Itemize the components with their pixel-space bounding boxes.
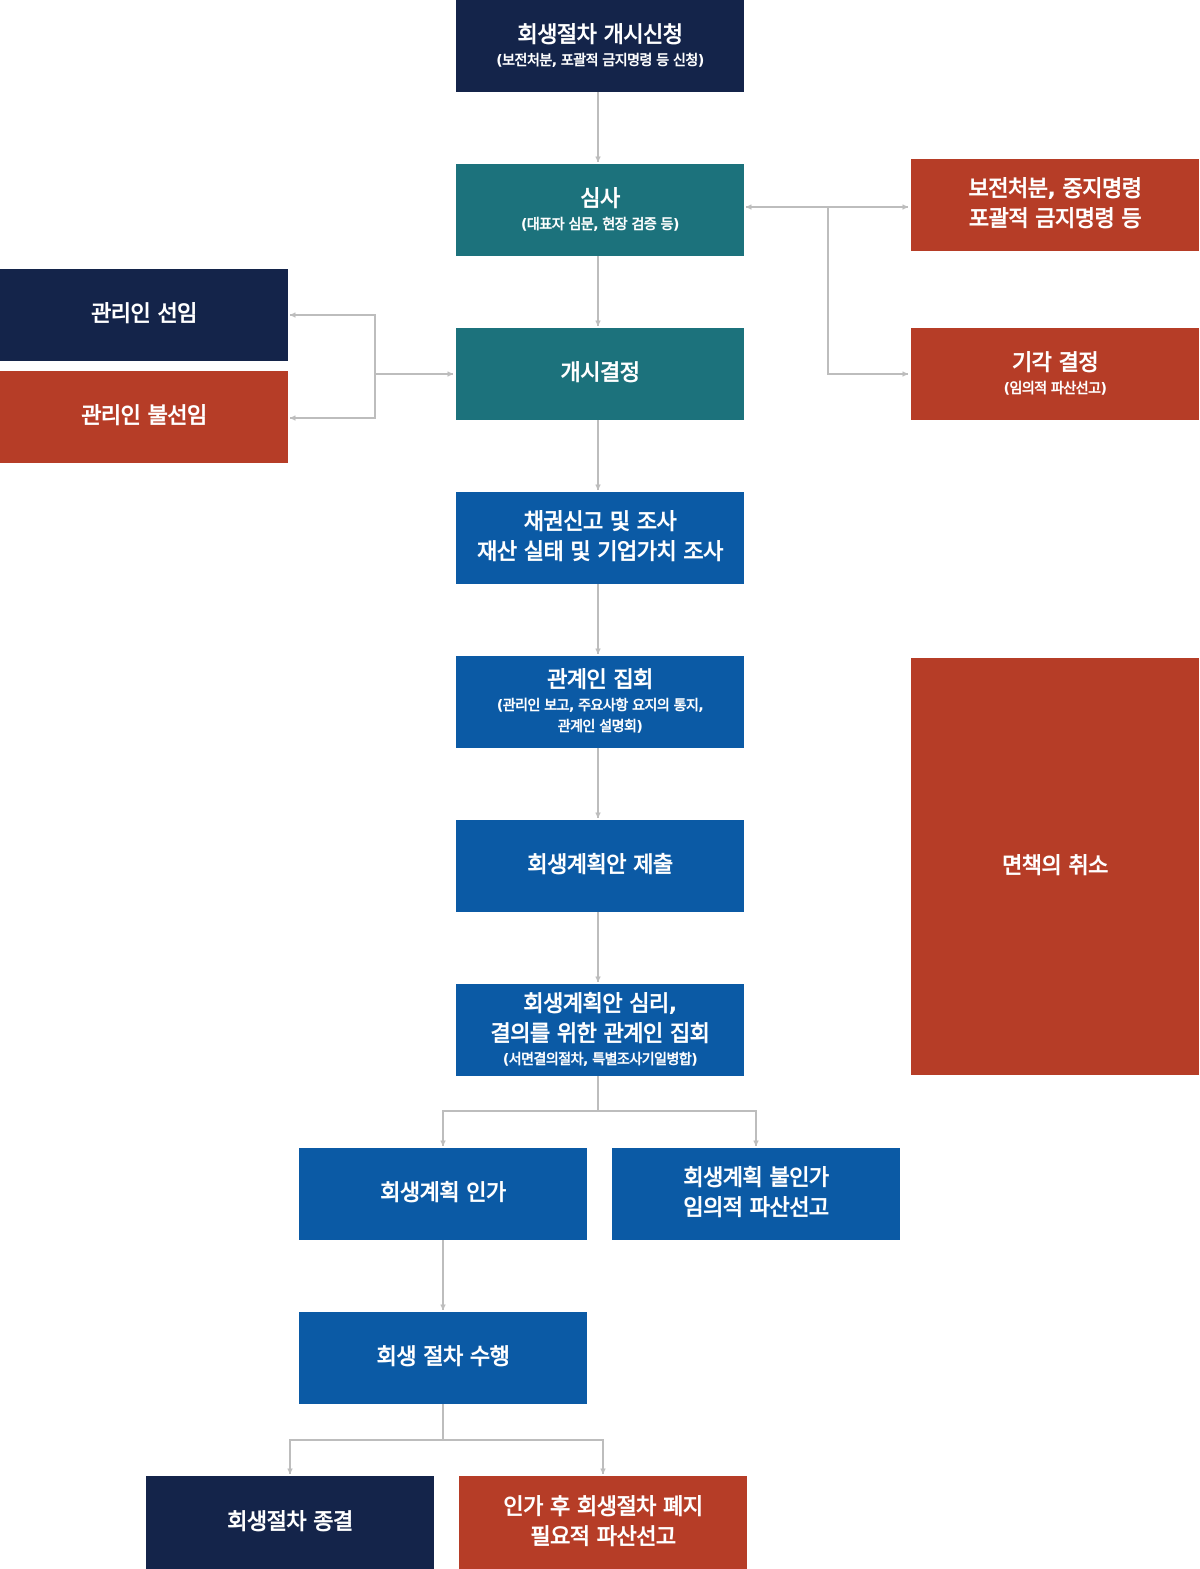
node-plan-approved: 회생계획 인가 (299, 1148, 587, 1240)
node-dismissal: 기각 결정 (임의적 파산선고) (911, 328, 1199, 420)
node-execution: 회생 절차 수행 (299, 1312, 587, 1404)
node-line-1: 보전처분, 중지명령 (968, 177, 1142, 202)
node-subtitle-2: 관계인 설명회) (557, 719, 643, 735)
node-title: 면책의 취소 (1002, 853, 1108, 879)
node-subtitle: (서면결의절차, 특별조사기일병합) (502, 1051, 698, 1068)
split-hearing-outcomes (440, 1076, 599, 1146)
node-trustee-appointed: 관리인 선임 (0, 269, 288, 361)
node-discharge-revocation: 면책의 취소 (911, 658, 1199, 1075)
split-execution-to-abolition (443, 1439, 606, 1474)
node-title: 관계인 집회 (547, 668, 653, 693)
node-subtitle: (보전처분, 포괄적 금지명령 등 신청) (496, 52, 704, 69)
bracket-trustee-options (290, 312, 376, 421)
node-review: 심사 (대표자 심문, 현장 검증 등) (456, 164, 744, 256)
node-title: 심사 (580, 186, 620, 212)
node-plan-submit: 회생계획안 제출 (456, 820, 744, 912)
node-title: 회생계획안 제출 (527, 853, 673, 878)
node-termination: 회생절차 종결 (146, 1476, 434, 1569)
node-plan-hearing: 회생계획안 심리, 결의를 위한 관계인 집회 (서면결의절차, 특별조사기일병… (456, 984, 744, 1076)
node-line-1: 인가 후 회생절차 폐지 (503, 1494, 703, 1520)
node-meeting: 관계인 집회 (관리인 보고, 주요사항 요지의 통지, 관계인 설명회) (456, 656, 744, 748)
node-subtitle: (대표자 심문, 현장 검증 등) (521, 216, 679, 233)
split-execution-outcomes (287, 1404, 444, 1474)
node-line-2: 필요적 파산선고 (530, 1524, 676, 1550)
node-title: 회생계획 인가 (380, 1181, 506, 1206)
node-abolition: 인가 후 회생절차 폐지 필요적 파산선고 (459, 1476, 747, 1569)
node-title: 관리인 불선임 (81, 404, 207, 429)
node-title: 관리인 선임 (91, 302, 197, 327)
node-commencement: 개시결정 (456, 328, 744, 420)
node-title: 회생 절차 수행 (376, 1345, 510, 1370)
node-preservation: 보전처분, 중지명령 포괄적 금지명령 등 (911, 159, 1199, 251)
node-line-2: 임의적 파산선고 (683, 1196, 829, 1221)
node-subtitle-1: (관리인 보고, 주요사항 요지의 통지, (496, 698, 704, 714)
node-line-2: 재산 실태 및 기업가치 조사 (477, 540, 723, 565)
node-line-2: 결의를 위한 관계인 집회 (490, 1021, 710, 1047)
node-trustee-not-appointed: 관리인 불선임 (0, 371, 288, 463)
arrow-review-to-dismissal (827, 207, 908, 377)
node-title: 회생절차 종결 (227, 1509, 353, 1535)
split-hearing-to-rejected (598, 1110, 759, 1146)
node-line-2: 포괄적 금지명령 등 (968, 207, 1142, 232)
node-claims: 채권신고 및 조사 재산 실태 및 기업가치 조사 (456, 492, 744, 584)
node-plan-rejected: 회생계획 불인가 임의적 파산선고 (612, 1148, 900, 1240)
node-line-1: 채권신고 및 조사 (523, 510, 677, 535)
node-title: 기각 결정 (1011, 350, 1099, 376)
node-subtitle: (임의적 파산선고) (1003, 380, 1107, 397)
node-petition: 회생절차 개시신청 (보전처분, 포괄적 금지명령 등 신청) (456, 0, 744, 92)
node-line-1: 회생계획 불인가 (683, 1166, 829, 1191)
node-line-1: 회생계획안 심리, (523, 991, 677, 1017)
node-title: 회생절차 개시신청 (517, 22, 683, 48)
node-title: 개시결정 (560, 361, 640, 386)
